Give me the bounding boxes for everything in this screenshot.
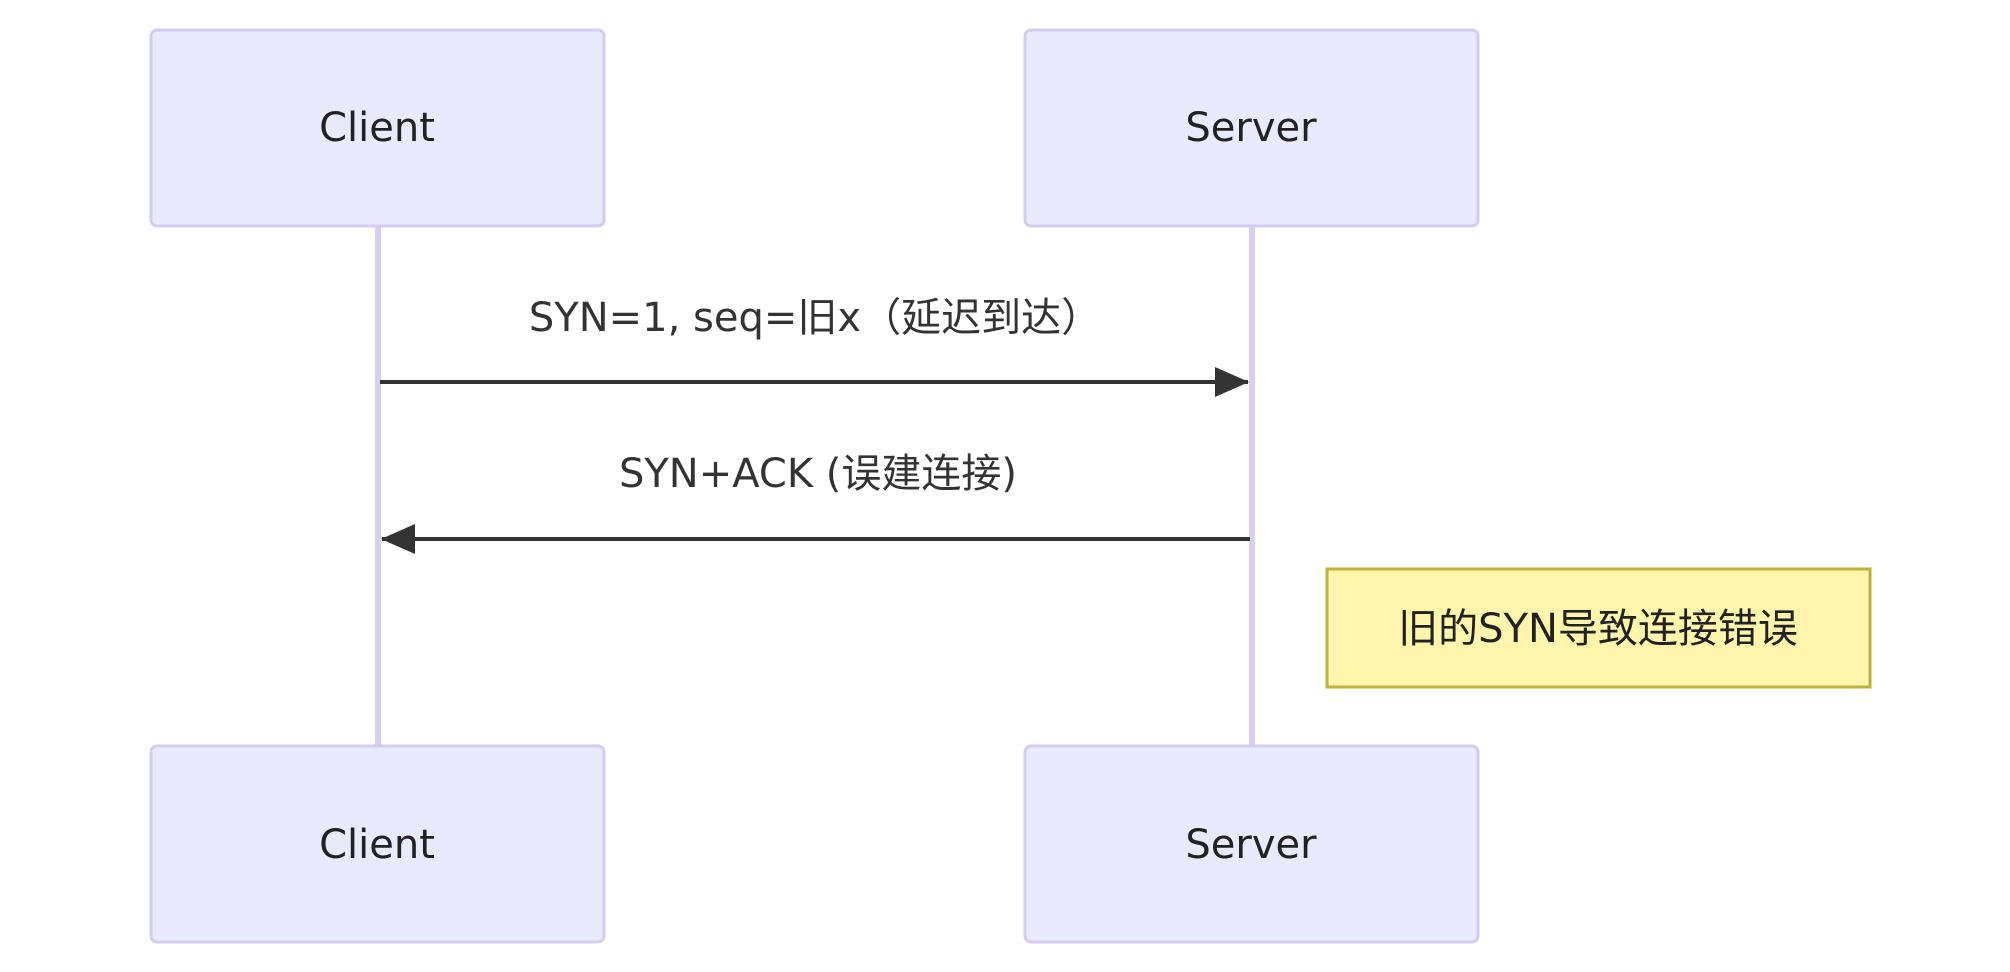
- client-actor-bottom: Client: [149, 744, 606, 944]
- server-actor-bottom: Server: [1023, 744, 1480, 944]
- note-text: 旧的SYN导致连接错误: [1398, 606, 1798, 652]
- client-actor-top: Client: [149, 28, 606, 228]
- message-syn-ack: SYN+ACK (误建连接): [381, 451, 1250, 554]
- note: 旧的SYN导致连接错误: [1325, 567, 1872, 689]
- message-syn: SYN=1, seq=旧x（延迟到达）: [380, 295, 1249, 397]
- server-actor-top: Server: [1023, 28, 1480, 228]
- client-actor-top-label: Client: [319, 105, 435, 151]
- message-syn-label: SYN=1, seq=旧x（延迟到达）: [529, 295, 1101, 341]
- server-actor-top-label: Server: [1185, 105, 1317, 151]
- server-actor-bottom-label: Server: [1185, 822, 1317, 868]
- message-syn-ack-label: SYN+ACK (误建连接): [619, 451, 1017, 497]
- client-actor-bottom-label: Client: [319, 822, 435, 868]
